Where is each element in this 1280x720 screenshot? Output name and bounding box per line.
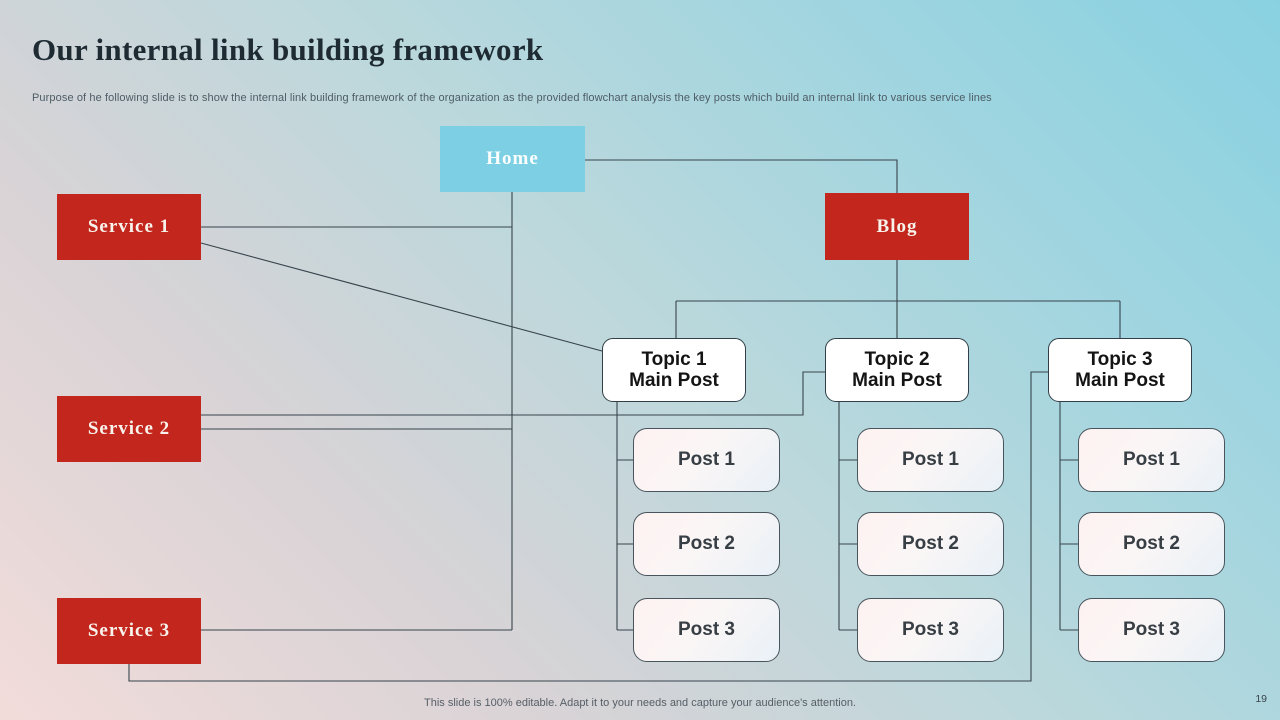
connector-service1-topic1 <box>200 242 603 352</box>
node-topic1-post-3[interactable]: Post 3 <box>633 598 780 662</box>
connector-service2-topic2 <box>201 371 825 416</box>
node-service-3[interactable]: Service 3 <box>57 598 201 664</box>
node-topic3-post-3[interactable]: Post 3 <box>1078 598 1225 662</box>
topic-1-label: Topic 1 Main Post <box>629 349 719 391</box>
topic-2-label: Topic 2 Main Post <box>852 349 942 391</box>
connector-topic2-posts <box>838 401 857 631</box>
node-topic-2-main-post[interactable]: Topic 2 Main Post <box>825 338 969 402</box>
connector-blog-topics <box>675 260 1121 338</box>
page-number: 19 <box>1255 693 1267 705</box>
connector-service3-topic3 <box>128 371 1048 682</box>
node-topic2-post-3[interactable]: Post 3 <box>857 598 1004 662</box>
connector-topic1-posts <box>616 401 633 631</box>
footer-note: This slide is 100% editable. Adapt it to… <box>424 697 856 709</box>
node-topic1-post-2[interactable]: Post 2 <box>633 512 780 576</box>
topic-3-title: Topic 3 <box>1087 349 1153 370</box>
node-blog[interactable]: Blog <box>825 193 969 260</box>
node-service-2[interactable]: Service 2 <box>57 396 201 462</box>
node-topic3-post-2[interactable]: Post 2 <box>1078 512 1225 576</box>
topic-2-subtitle: Main Post <box>852 370 942 391</box>
page-title: Our internal link building framework <box>32 32 544 67</box>
topic-2-title: Topic 2 <box>864 349 930 370</box>
connector-topic3-posts <box>1059 401 1078 631</box>
node-home[interactable]: Home <box>440 126 585 192</box>
node-topic1-post-1[interactable]: Post 1 <box>633 428 780 492</box>
node-topic2-post-1[interactable]: Post 1 <box>857 428 1004 492</box>
topic-3-label: Topic 3 Main Post <box>1075 349 1165 391</box>
connector-home-blog <box>585 159 898 193</box>
topic-3-subtitle: Main Post <box>1075 370 1165 391</box>
page-subtitle: Purpose of he following slide is to show… <box>32 92 992 104</box>
node-topic-3-main-post[interactable]: Topic 3 Main Post <box>1048 338 1192 402</box>
node-topic2-post-2[interactable]: Post 2 <box>857 512 1004 576</box>
node-topic-1-main-post[interactable]: Topic 1 Main Post <box>602 338 746 402</box>
topic-1-title: Topic 1 <box>641 349 707 370</box>
node-topic3-post-1[interactable]: Post 1 <box>1078 428 1225 492</box>
node-service-1[interactable]: Service 1 <box>57 194 201 260</box>
topic-1-subtitle: Main Post <box>629 370 719 391</box>
